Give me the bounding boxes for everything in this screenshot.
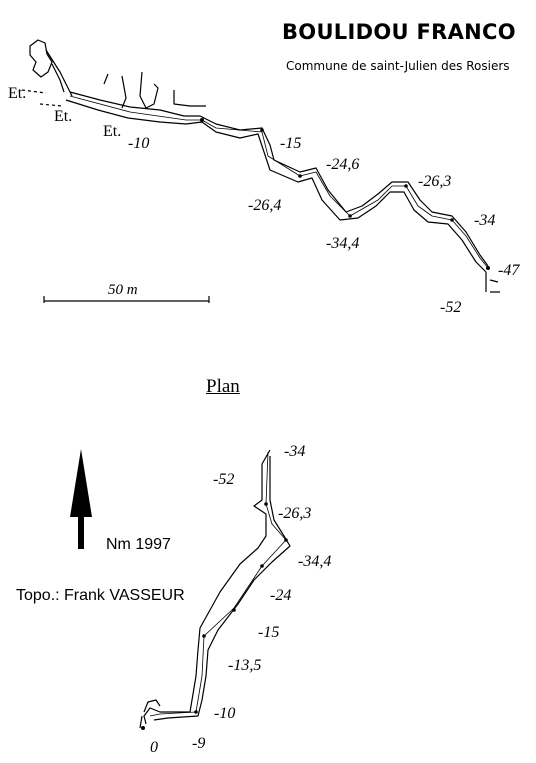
section-view [21, 39, 500, 293]
plan-wall-left [143, 449, 271, 725]
depth-label-minus-47: -47 [498, 262, 520, 279]
depth-label-minus-52: -52 [440, 299, 461, 316]
commune-subtitle: Commune de saint-Julien des Rosiers [286, 59, 510, 73]
plan-label-minus-10: -10 [214, 705, 235, 722]
level-label-et-3: Et. [103, 123, 121, 140]
plan-label-minus-13-5: -13,5 [228, 657, 261, 674]
entrance-outline [29, 39, 53, 78]
passage-lower-wall [65, 99, 487, 273]
level-label-et-1: Et. [8, 85, 26, 102]
passage-upper-wall [69, 91, 489, 267]
plan-entrance [139, 699, 161, 729]
plan-label-minus-9: -9 [192, 735, 205, 752]
passage-centerline [69, 95, 489, 269]
plan-label-minus-34: -34 [284, 443, 305, 460]
survey-credit: Topo.: Frank VASSEUR [16, 587, 185, 604]
survey-title: BOULIDOU FRANCO [282, 20, 516, 44]
depth-label-minus-26-4: -26,4 [248, 197, 281, 214]
scale-bar [43, 296, 210, 303]
ceiling-chimney-2 [139, 71, 159, 109]
plan-label-minus-24: -24 [270, 587, 291, 604]
terminal-sump [485, 272, 500, 293]
plan-view [139, 449, 291, 730]
plan-label-zero: 0 [150, 739, 158, 756]
ground-dashes [21, 89, 63, 107]
plan-stations [141, 502, 288, 730]
depth-label-minus-34-4: -34,4 [326, 235, 359, 252]
depth-label-minus-15: -15 [280, 135, 301, 152]
depth-label-minus-10: -10 [128, 135, 149, 152]
plan-label-minus-34-4: -34,4 [298, 553, 331, 570]
depth-label-minus-34: -34 [474, 212, 495, 229]
plan-label-minus-15: -15 [258, 624, 279, 641]
ceiling-chimney-1 [103, 73, 127, 109]
ceiling-chimney-3 [173, 90, 206, 107]
plan-label-minus-26-3: -26,3 [278, 505, 311, 522]
plan-wall-right [153, 456, 291, 721]
north-label: Nm 1997 [106, 536, 171, 553]
level-label-et-2: Et. [54, 108, 72, 125]
plan-centerline [149, 451, 287, 717]
survey-stations [200, 118, 490, 270]
plan-label-minus-52: -52 [213, 471, 234, 488]
depth-label-minus-26-3: -26,3 [418, 173, 451, 190]
plan-title: Plan [206, 376, 240, 397]
north-arrow [70, 449, 92, 549]
depth-label-minus-24-6: -24,6 [326, 156, 359, 173]
scale-bar-label: 50 m [108, 282, 138, 298]
entrance-shaft [45, 49, 73, 97]
